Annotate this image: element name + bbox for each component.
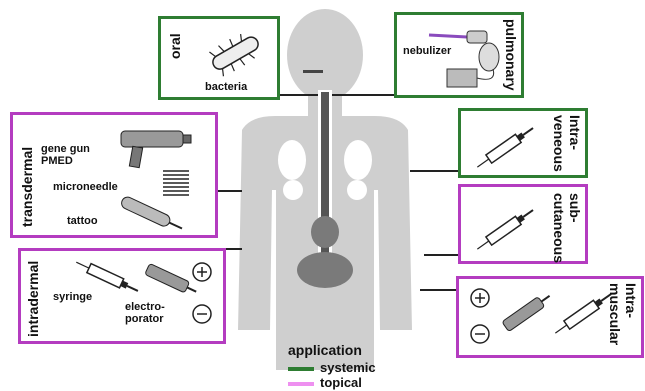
syringe-label: syringe: [53, 291, 92, 303]
systemic-swatch: [288, 367, 314, 371]
subcutaneous-title-1: sub-: [569, 193, 581, 223]
plus-icon: [469, 287, 491, 309]
legend-item-systemic: systemic: [288, 360, 376, 375]
bacteria-icon: [201, 29, 271, 79]
topical-swatch: [288, 382, 314, 386]
legend-title: application: [288, 342, 362, 358]
gene-gun-icon: [117, 125, 197, 175]
subcutaneous-title-2: cutaneous: [553, 193, 565, 263]
transdermal-leader: [218, 190, 242, 192]
subcutaneous-leader: [424, 254, 458, 256]
pulmonary-box: pulmonary nebulizer: [394, 12, 524, 98]
legend-item-topical: topical: [288, 375, 362, 390]
transdermal-box: transdermal gene gun PMED microneedle ta…: [10, 112, 218, 238]
nebulizer-icon: [427, 23, 507, 93]
intramuscular-title-2: muscular: [609, 283, 621, 345]
intramuscular-title-1: Intra-: [625, 283, 637, 318]
bacteria-label: bacteria: [205, 81, 247, 93]
minus-icon: [191, 303, 213, 325]
electroporator-icon: [495, 293, 555, 333]
oral-box: oral bacteria: [158, 16, 280, 100]
intravenous-box: Intra- veneous: [458, 108, 588, 178]
electroporator-label-2: porator: [125, 313, 164, 325]
plus-icon: [191, 261, 213, 283]
tattoo-pen-icon: [113, 195, 193, 235]
pulmonary-leader: [332, 94, 394, 96]
intramuscular-box: Intra- muscular: [456, 276, 644, 358]
topical-label: topical: [320, 375, 362, 390]
syringe-icon: [471, 127, 541, 167]
transdermal-title: transdermal: [19, 147, 35, 227]
intravenous-title-1: Intra-: [569, 115, 581, 150]
intravenous-leader: [410, 170, 458, 172]
tattoo-label: tattoo: [67, 215, 98, 227]
intramuscular-leader: [420, 289, 456, 291]
systemic-label: systemic: [320, 360, 376, 375]
oral-title: oral: [167, 33, 183, 59]
intradermal-title: intradermal: [25, 261, 41, 337]
gene-gun-label: gene gun: [41, 143, 90, 155]
electroporator-icon: [139, 259, 199, 299]
pmed-label: PMED: [41, 155, 73, 167]
intestine-shape: [297, 252, 353, 288]
subcutaneous-box: sub- cutaneous: [458, 184, 588, 264]
intradermal-box: intradermal syringe electro- porator: [18, 248, 226, 344]
stomach-shape: [311, 216, 339, 248]
electroporator-label-1: electro-: [125, 301, 165, 313]
syringe-icon: [471, 209, 541, 249]
microneedle-label: microneedle: [53, 181, 118, 193]
oral-leader: [278, 94, 318, 96]
intravenous-title-2: veneous: [553, 115, 565, 172]
intradermal-leader: [226, 248, 242, 250]
minus-icon: [469, 323, 491, 345]
